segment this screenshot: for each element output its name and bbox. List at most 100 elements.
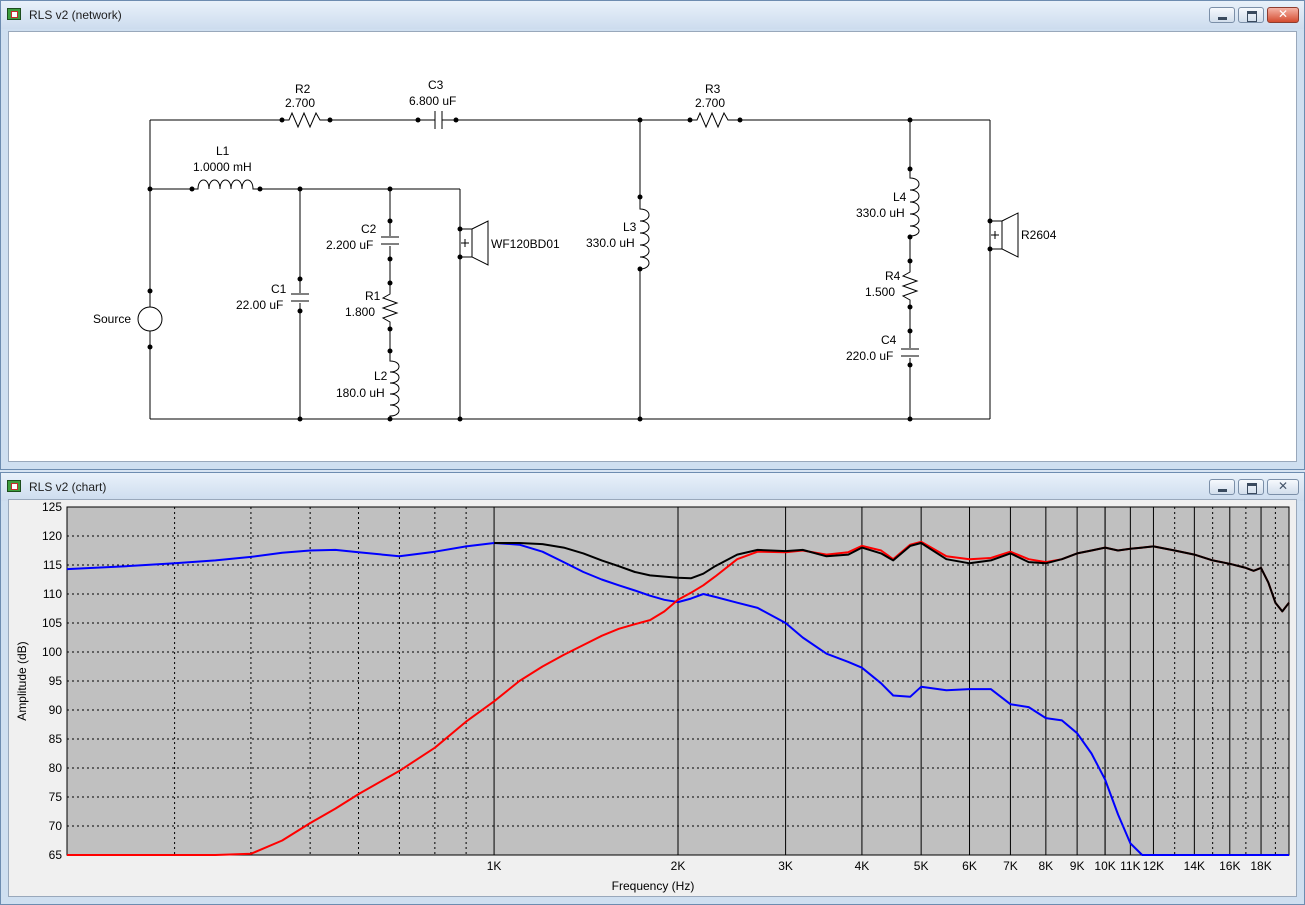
app-icon xyxy=(7,8,21,20)
l3-value: 330.0 uH xyxy=(586,236,635,250)
x-tick-label: 6K xyxy=(962,859,977,873)
c1-name: C1 xyxy=(271,282,287,296)
grid xyxy=(66,506,1290,856)
x-tick-label: 8K xyxy=(1039,859,1054,873)
network-window: RLS v2 (network) ✕ xyxy=(0,0,1305,470)
chart-maximize-button[interactable] xyxy=(1238,479,1264,495)
c3-capacitor[interactable] xyxy=(418,111,462,129)
r1-name: R1 xyxy=(365,289,381,303)
tweeter-label: R2604 xyxy=(1021,228,1057,242)
l4-inductor[interactable] xyxy=(909,176,920,237)
r4-resistor[interactable] xyxy=(901,269,919,303)
y-tick-label: 100 xyxy=(42,645,62,659)
x-tick-label: 9K xyxy=(1070,859,1085,873)
l2-inductor[interactable] xyxy=(389,357,400,419)
y-tick-label: 90 xyxy=(49,703,63,717)
x-tick-label: 7K xyxy=(1003,859,1018,873)
r4-value: 1.500 xyxy=(865,285,896,299)
minimize-icon xyxy=(1218,17,1227,20)
x-tick-label: 3K xyxy=(778,859,793,873)
tweeter-speaker[interactable] xyxy=(989,212,1019,258)
series-line-2 xyxy=(494,542,1290,613)
c1-capacitor[interactable] xyxy=(291,293,309,302)
r2-resistor[interactable] xyxy=(282,111,324,129)
x-tick-label: 11K xyxy=(1120,859,1140,873)
y-tick-label: 95 xyxy=(49,674,63,688)
r3-name: R3 xyxy=(705,82,721,96)
r1-resistor[interactable] xyxy=(381,289,399,327)
c4-capacitor[interactable] xyxy=(901,348,919,357)
woofer-speaker[interactable] xyxy=(459,220,489,266)
minimize-icon xyxy=(1218,489,1227,492)
maximize-icon xyxy=(1247,11,1257,22)
x-tick-label: 14K xyxy=(1184,859,1205,873)
y-tick-label: 120 xyxy=(42,529,62,543)
r3-value: 2.700 xyxy=(695,96,726,110)
source-generator[interactable] xyxy=(137,306,163,332)
chart-window-title: RLS v2 (chart) xyxy=(29,480,107,494)
c3-value: 6.800 uF xyxy=(409,94,457,108)
r3-resistor[interactable] xyxy=(690,111,732,129)
y-tick-label: 85 xyxy=(49,732,63,746)
c4-value: 220.0 uF xyxy=(846,349,894,363)
l1-inductor[interactable] xyxy=(192,179,260,190)
network-window-title: RLS v2 (network) xyxy=(29,8,122,22)
l3-name: L3 xyxy=(623,220,637,234)
chart-minimize-button[interactable] xyxy=(1209,479,1235,495)
l4-value: 330.0 uH xyxy=(856,206,905,220)
c4-name: C4 xyxy=(881,333,897,347)
r1-value: 1.800 xyxy=(345,305,376,319)
x-axis-label: Frequency (Hz) xyxy=(612,879,695,893)
network-canvas[interactable]: R2 2.700 C3 6.800 uF R3 2.700 L1 1.0000 … xyxy=(8,31,1297,462)
x-tick-label: 12K xyxy=(1143,859,1164,873)
series-line-0 xyxy=(66,542,1289,856)
l1-name: L1 xyxy=(216,144,230,158)
network-titlebar[interactable]: RLS v2 (network) ✕ xyxy=(1,1,1304,29)
woofer-label: WF120BD01 xyxy=(491,237,560,251)
y-tick-label: 80 xyxy=(49,761,63,775)
x-tick-label: 4K xyxy=(855,859,870,873)
app-icon xyxy=(7,480,21,492)
chart-close-button[interactable]: ✕ xyxy=(1267,479,1299,495)
c1-value: 22.00 uF xyxy=(236,298,284,312)
close-icon: ✕ xyxy=(1277,7,1289,21)
l1-value: 1.0000 mH xyxy=(193,160,252,174)
l3-inductor[interactable] xyxy=(639,207,650,270)
junction-dots xyxy=(147,117,993,422)
l2-name: L2 xyxy=(374,369,388,383)
y-tick-label: 75 xyxy=(49,790,63,804)
maximize-icon xyxy=(1247,483,1257,494)
y-tick-label: 105 xyxy=(42,616,62,630)
network-maximize-button[interactable] xyxy=(1238,7,1264,23)
schematic xyxy=(137,111,1019,422)
y-axis-label: Amplitude (dB) xyxy=(15,641,29,720)
x-tick-label: 1K xyxy=(487,859,502,873)
x-tick-label: 18K xyxy=(1250,859,1271,873)
c2-value: 2.200 uF xyxy=(326,238,374,252)
series xyxy=(66,540,1290,856)
network-close-button[interactable]: ✕ xyxy=(1267,7,1299,23)
x-tick-label: 2K xyxy=(671,859,686,873)
x-tick-label: 5K xyxy=(914,859,929,873)
l2-value: 180.0 uH xyxy=(336,386,385,400)
x-tick-label: 16K xyxy=(1219,859,1240,873)
c2-name: C2 xyxy=(361,222,377,236)
y-tick-label: 65 xyxy=(49,848,63,862)
c2-capacitor[interactable] xyxy=(381,236,399,245)
close-icon: ✕ xyxy=(1277,479,1289,493)
r4-name: R4 xyxy=(885,269,901,283)
r2-name: R2 xyxy=(295,82,311,96)
y-tick-label: 70 xyxy=(49,819,63,833)
y-tick-label: 115 xyxy=(43,558,62,572)
l4-name: L4 xyxy=(893,190,907,204)
chart-titlebar[interactable]: RLS v2 (chart) ✕ xyxy=(1,473,1304,501)
network-minimize-button[interactable] xyxy=(1209,7,1235,23)
y-tick-label: 125 xyxy=(42,500,62,514)
source-label: Source xyxy=(93,312,132,326)
r2-value: 2.700 xyxy=(285,96,316,110)
x-tick-label: 10K xyxy=(1094,859,1115,873)
